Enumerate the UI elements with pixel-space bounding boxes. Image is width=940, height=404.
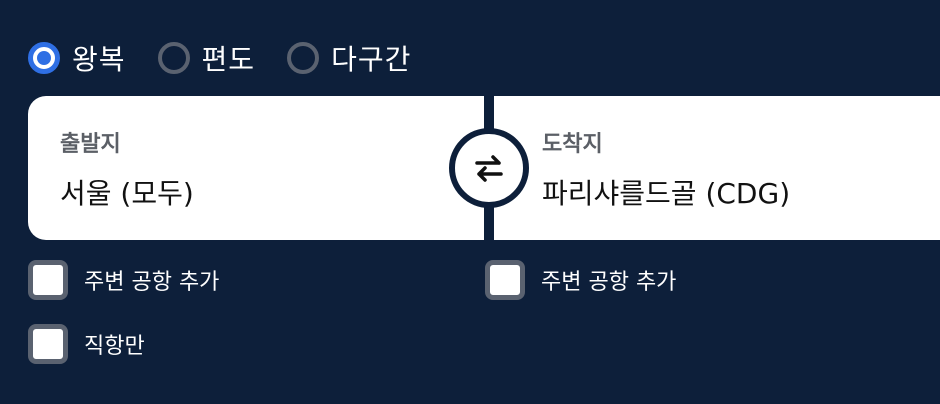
destination-value: 파리샤를드골 (CDG) <box>542 177 791 210</box>
swap-arrows-icon <box>475 155 503 182</box>
destination-label: 도착지 <box>542 132 603 157</box>
origin-label: 출발지 <box>60 132 121 157</box>
radio-button[interactable] <box>287 42 320 74</box>
direct-only-checkbox[interactable] <box>28 324 68 364</box>
direct-only-label: 직항만 <box>84 334 145 359</box>
trip-type-one-way[interactable]: 편도 <box>157 38 256 78</box>
trip-type-label: 다구간 <box>331 43 412 76</box>
trip-type-label: 왕복 <box>72 43 126 76</box>
destination-field[interactable]: 도착지 파리샤를드골 (CDG) <box>494 96 940 240</box>
radio-dot <box>37 51 51 65</box>
trip-type-multi-city[interactable]: 다구간 <box>287 38 411 78</box>
trip-type-selector: 왕복 편도 다구간 <box>28 38 443 78</box>
swap-button[interactable] <box>449 128 529 208</box>
direct-only-option[interactable]: 직항만 <box>28 324 145 364</box>
route-fields: 출발지 서울 (모두) 도착지 파리샤를드골 (CDG) <box>28 96 940 240</box>
origin-value: 서울 (모두) <box>60 177 194 210</box>
origin-nearby-label: 주변 공항 추가 <box>84 270 220 295</box>
trip-type-label: 편도 <box>201 43 256 76</box>
radio-button[interactable] <box>157 42 190 74</box>
radio-button-selected[interactable] <box>28 42 60 74</box>
origin-field[interactable]: 출발지 서울 (모두) <box>28 96 484 240</box>
destination-nearby-checkbox[interactable] <box>485 260 525 300</box>
trip-type-round-trip[interactable]: 왕복 <box>28 38 126 78</box>
origin-nearby-option[interactable]: 주변 공항 추가 <box>28 260 219 300</box>
destination-nearby-label: 주변 공항 추가 <box>541 270 677 295</box>
origin-nearby-checkbox[interactable] <box>28 260 68 300</box>
destination-nearby-option[interactable]: 주변 공항 추가 <box>485 260 676 300</box>
